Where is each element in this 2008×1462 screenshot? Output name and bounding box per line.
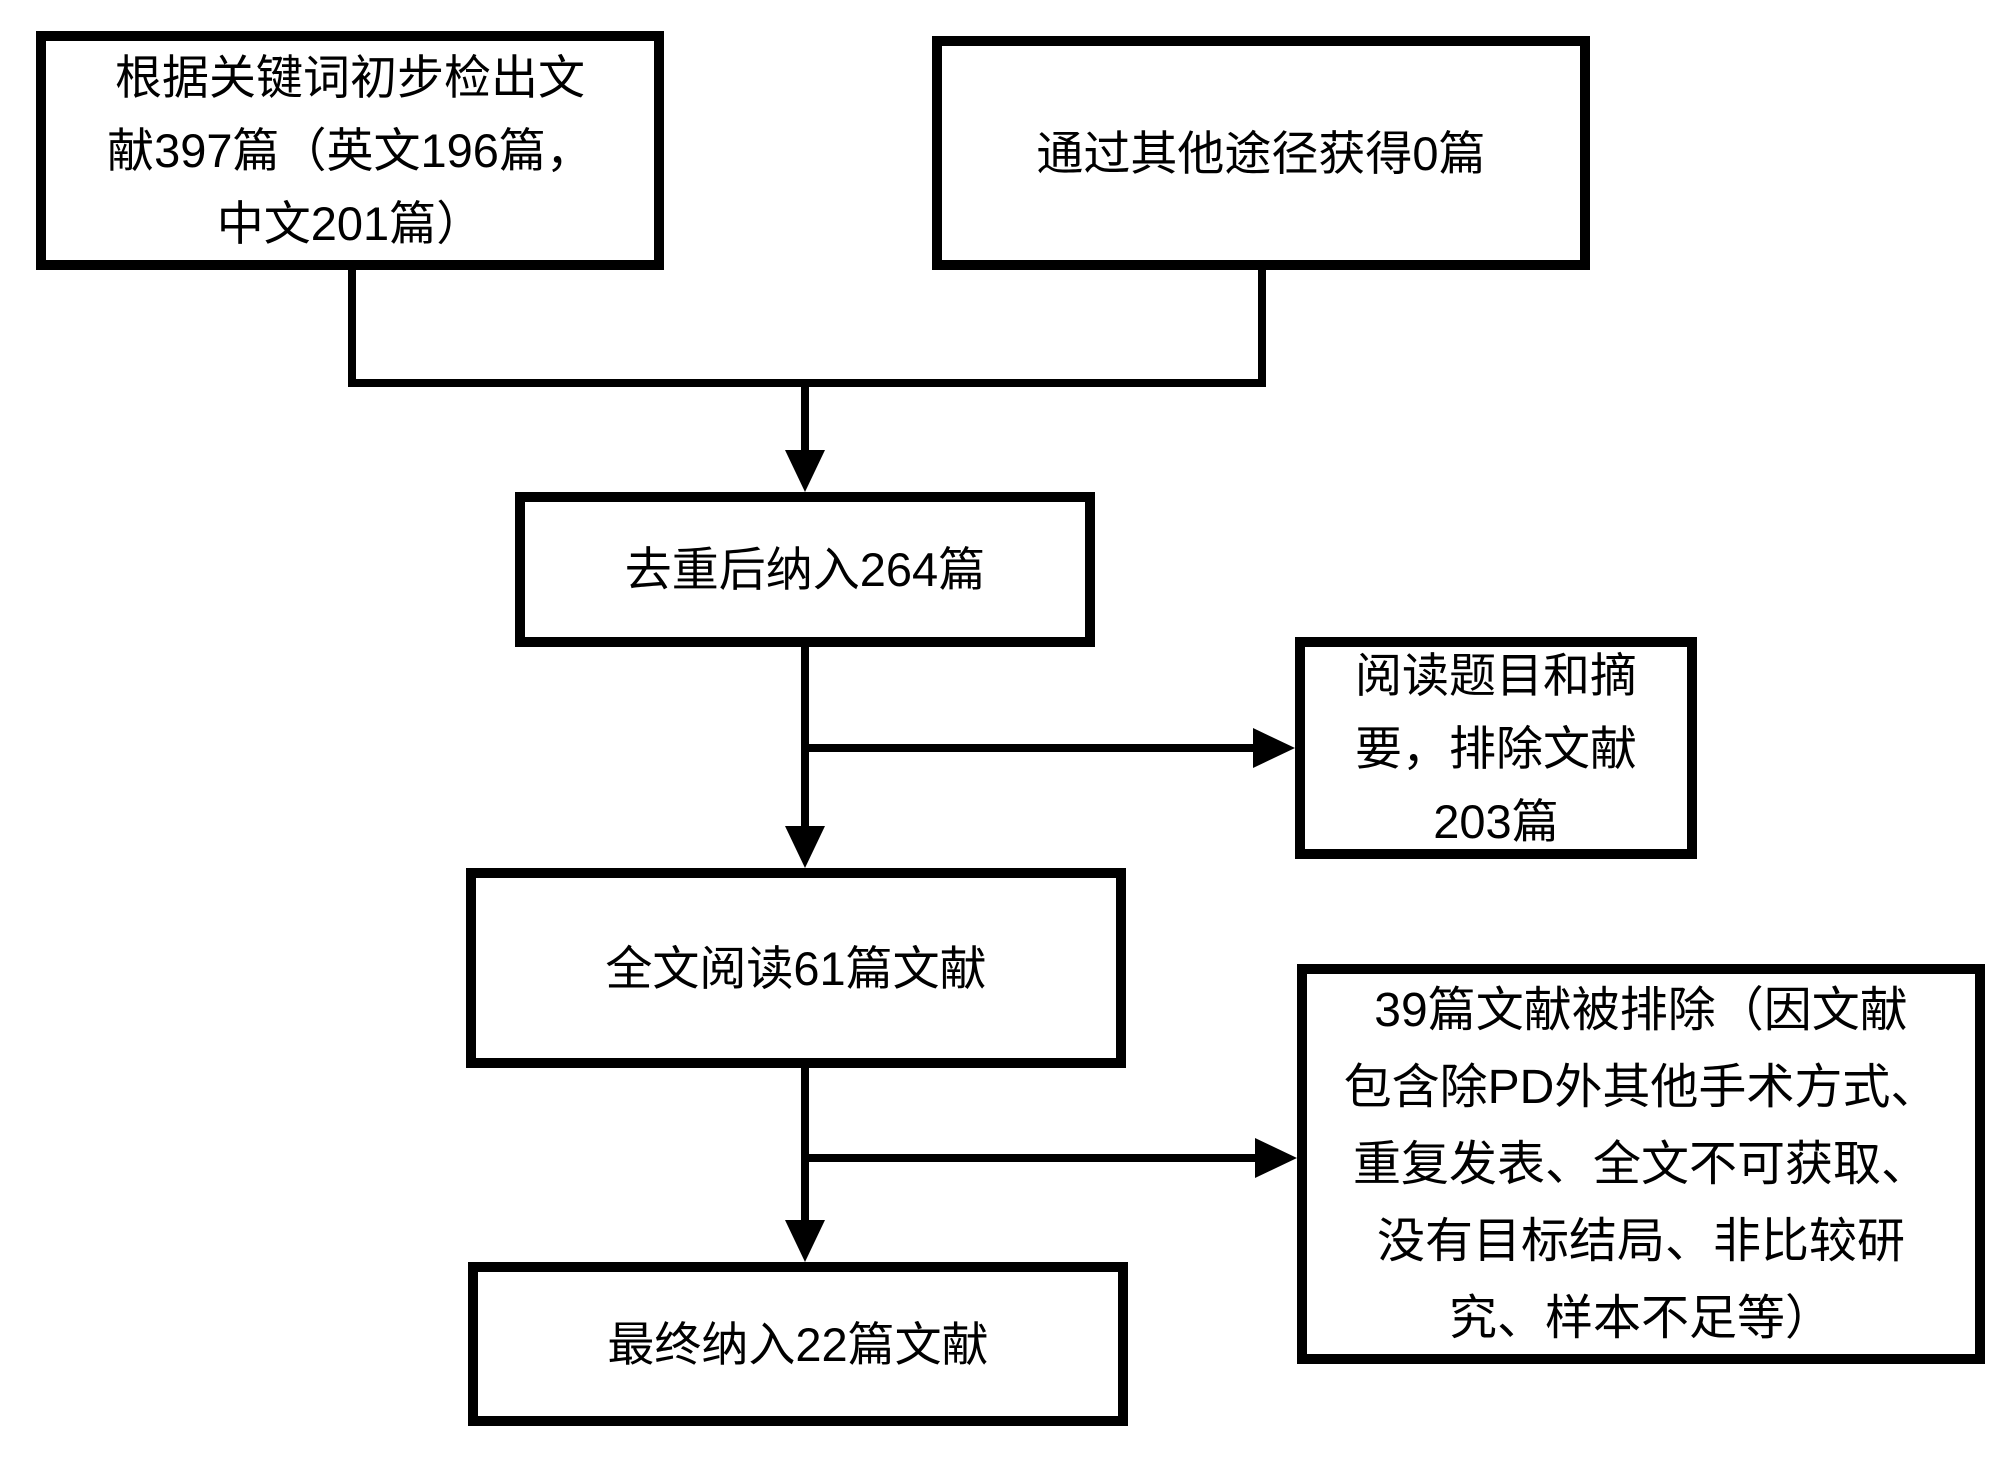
node-keyword-search: 根据关键词初步检出文 献397篇（英文196篇， 中文201篇） (36, 31, 664, 270)
node-text-line: 重复发表、全文不可获取、 (1352, 1137, 1929, 1191)
node-text-line: 去重后纳入264篇 (624, 543, 986, 596)
node-title-abstract-exclusion: 阅读题目和摘 要，排除文献 203篇 (1295, 637, 1697, 859)
arrowhead-right-title-abstract-icon (1253, 728, 1295, 768)
node-text-line: 献397篇（英文196篇， (107, 124, 593, 177)
node-final-included: 最终纳入22篇文献 (468, 1262, 1128, 1426)
connector-branch-title-abstract-line (801, 744, 1258, 752)
node-text-line: 究、样本不足等） (1448, 1291, 1833, 1345)
node-text-line: 没有目标结局、非比较研 (1376, 1214, 1905, 1268)
arrowhead-right-fulltext-exclusion-icon (1255, 1138, 1297, 1178)
arrowhead-down-dedup-icon (785, 450, 825, 492)
node-text-line: 最终纳入22篇文献 (607, 1317, 989, 1371)
node-text-line: 根据关键词初步检出文 (115, 51, 585, 104)
node-text-line: 203篇 (1433, 794, 1559, 848)
node-fulltext-exclusion: 39篇文献被排除（因文献 包含除PD外其他手术方式、 重复发表、全文不可获取、 … (1297, 964, 1985, 1364)
node-fulltext-review: 全文阅读61篇文献 (466, 868, 1126, 1068)
node-text-line: 阅读题目和摘 (1355, 648, 1637, 702)
node-text-line: 中文201篇） (216, 197, 484, 250)
node-text-line: 包含除PD外其他手术方式、 (1343, 1060, 1939, 1114)
connector-fulltext-to-final-line (801, 1064, 809, 1226)
node-text-line: 通过其他途径获得0篇 (1036, 126, 1486, 180)
node-text-line: 要，排除文献 (1355, 721, 1637, 775)
connector-merge-to-dedup-line (801, 379, 809, 455)
arrowhead-down-fulltext-icon (785, 826, 825, 868)
node-after-dedup: 去重后纳入264篇 (515, 492, 1095, 647)
connector-keyword-search-down-line (348, 262, 356, 387)
connector-other-sources-down-line (1258, 262, 1266, 387)
connector-dedup-to-fulltext-line (801, 643, 809, 832)
node-text-line: 39篇文献被排除（因文献 (1374, 983, 1908, 1037)
node-other-sources: 通过其他途径获得0篇 (932, 36, 1590, 270)
arrowhead-down-final-icon (785, 1220, 825, 1262)
connector-branch-fulltext-exclusion-line (801, 1154, 1258, 1162)
node-text-line: 全文阅读61篇文献 (605, 941, 987, 995)
